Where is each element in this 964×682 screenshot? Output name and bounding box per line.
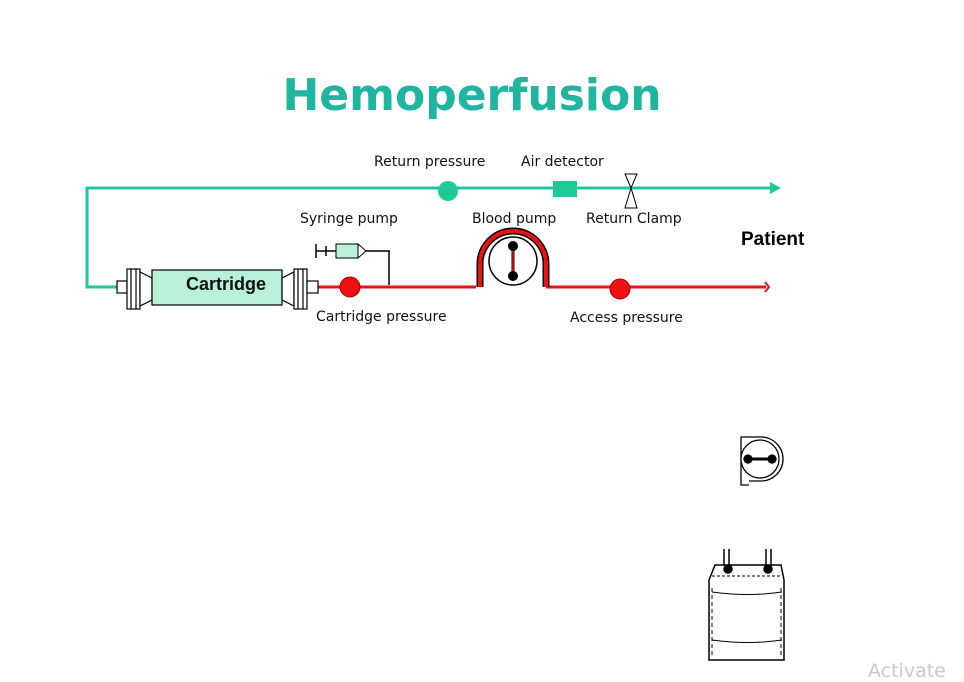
air-detector-sensor <box>553 181 577 197</box>
activation-watermark: Activate <box>868 660 946 682</box>
access-pressure-sensor <box>609 278 631 300</box>
diagram-title: Hemoperfusion <box>282 70 662 121</box>
label-cartridge: Cartridge <box>186 274 267 294</box>
clamp-icon <box>624 173 638 209</box>
blood-pump-icon <box>476 227 550 287</box>
syringe-icon <box>315 242 390 285</box>
label-return-clamp: Return Clamp <box>586 211 682 227</box>
label-blood-pump: Blood pump <box>472 211 557 227</box>
return-line <box>85 182 781 289</box>
cartridge-icon <box>116 268 319 310</box>
label-air-detector: Air detector <box>521 154 604 170</box>
return-pressure-sensor <box>438 181 458 201</box>
spare-pump-icon <box>740 436 784 486</box>
label-patient: Patient <box>741 229 805 250</box>
label-cartridge-pressure: Cartridge pressure <box>316 309 447 325</box>
cartridge-pressure-sensor <box>339 276 361 298</box>
label-access-pressure: Access pressure <box>570 310 683 326</box>
label-syringe-pump: Syringe pump <box>300 211 398 227</box>
blood-bag-icon <box>708 549 785 661</box>
label-return-pressure: Return pressure <box>374 154 486 170</box>
